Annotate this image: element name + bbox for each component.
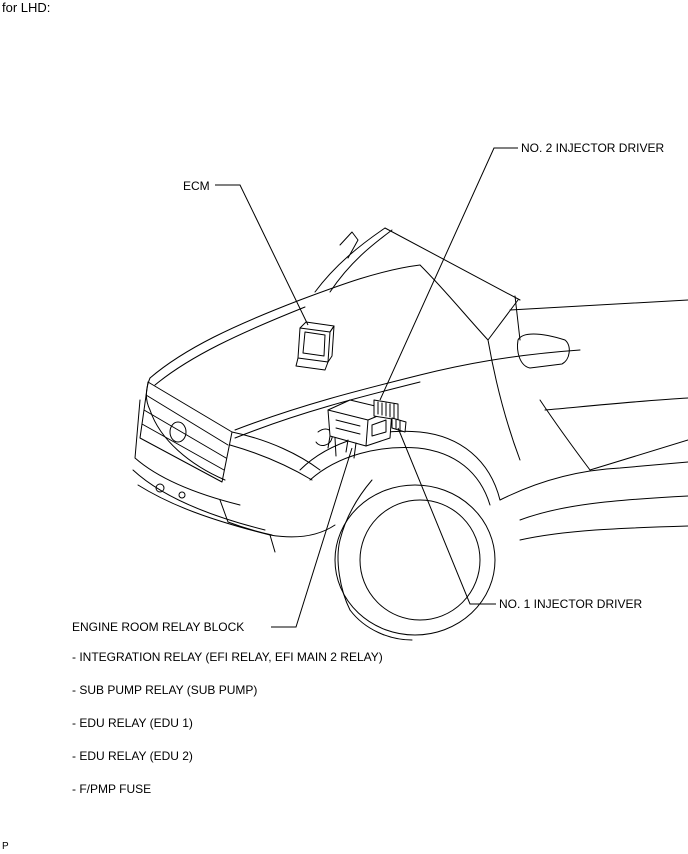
relay-block-leader-line — [271, 447, 353, 628]
no2-injector-leader-line — [379, 147, 518, 401]
relay-block-item: - EDU RELAY (EDU 2) — [72, 749, 193, 763]
relay-block-item: - EDU RELAY (EDU 1) — [72, 716, 193, 730]
no2-injector-driver-label: NO. 2 INJECTOR DRIVER — [521, 141, 665, 155]
no1-injector-leader-line — [397, 427, 496, 605]
no1-injector-driver-label: NO. 1 INJECTOR DRIVER — [499, 597, 643, 611]
relay-block-item: - INTEGRATION RELAY (EFI RELAY, EFI MAIN… — [72, 650, 383, 664]
relay-block-item: - F/PMP FUSE — [72, 782, 152, 796]
engine-room-relay-block-label: ENGINE ROOM RELAY BLOCK — [72, 620, 245, 634]
ecm-leader-line — [215, 184, 309, 326]
injector-drivers-component — [373, 399, 407, 433]
ecm-label: ECM — [183, 179, 210, 193]
variant-label: for LHD: — [2, 0, 51, 15]
ecm-component — [295, 321, 335, 371]
vehicle-outline — [132, 227, 688, 641]
relay-block-item: - SUB PUMP RELAY (SUB PUMP) — [72, 683, 258, 697]
figure-code: P — [2, 841, 9, 852]
